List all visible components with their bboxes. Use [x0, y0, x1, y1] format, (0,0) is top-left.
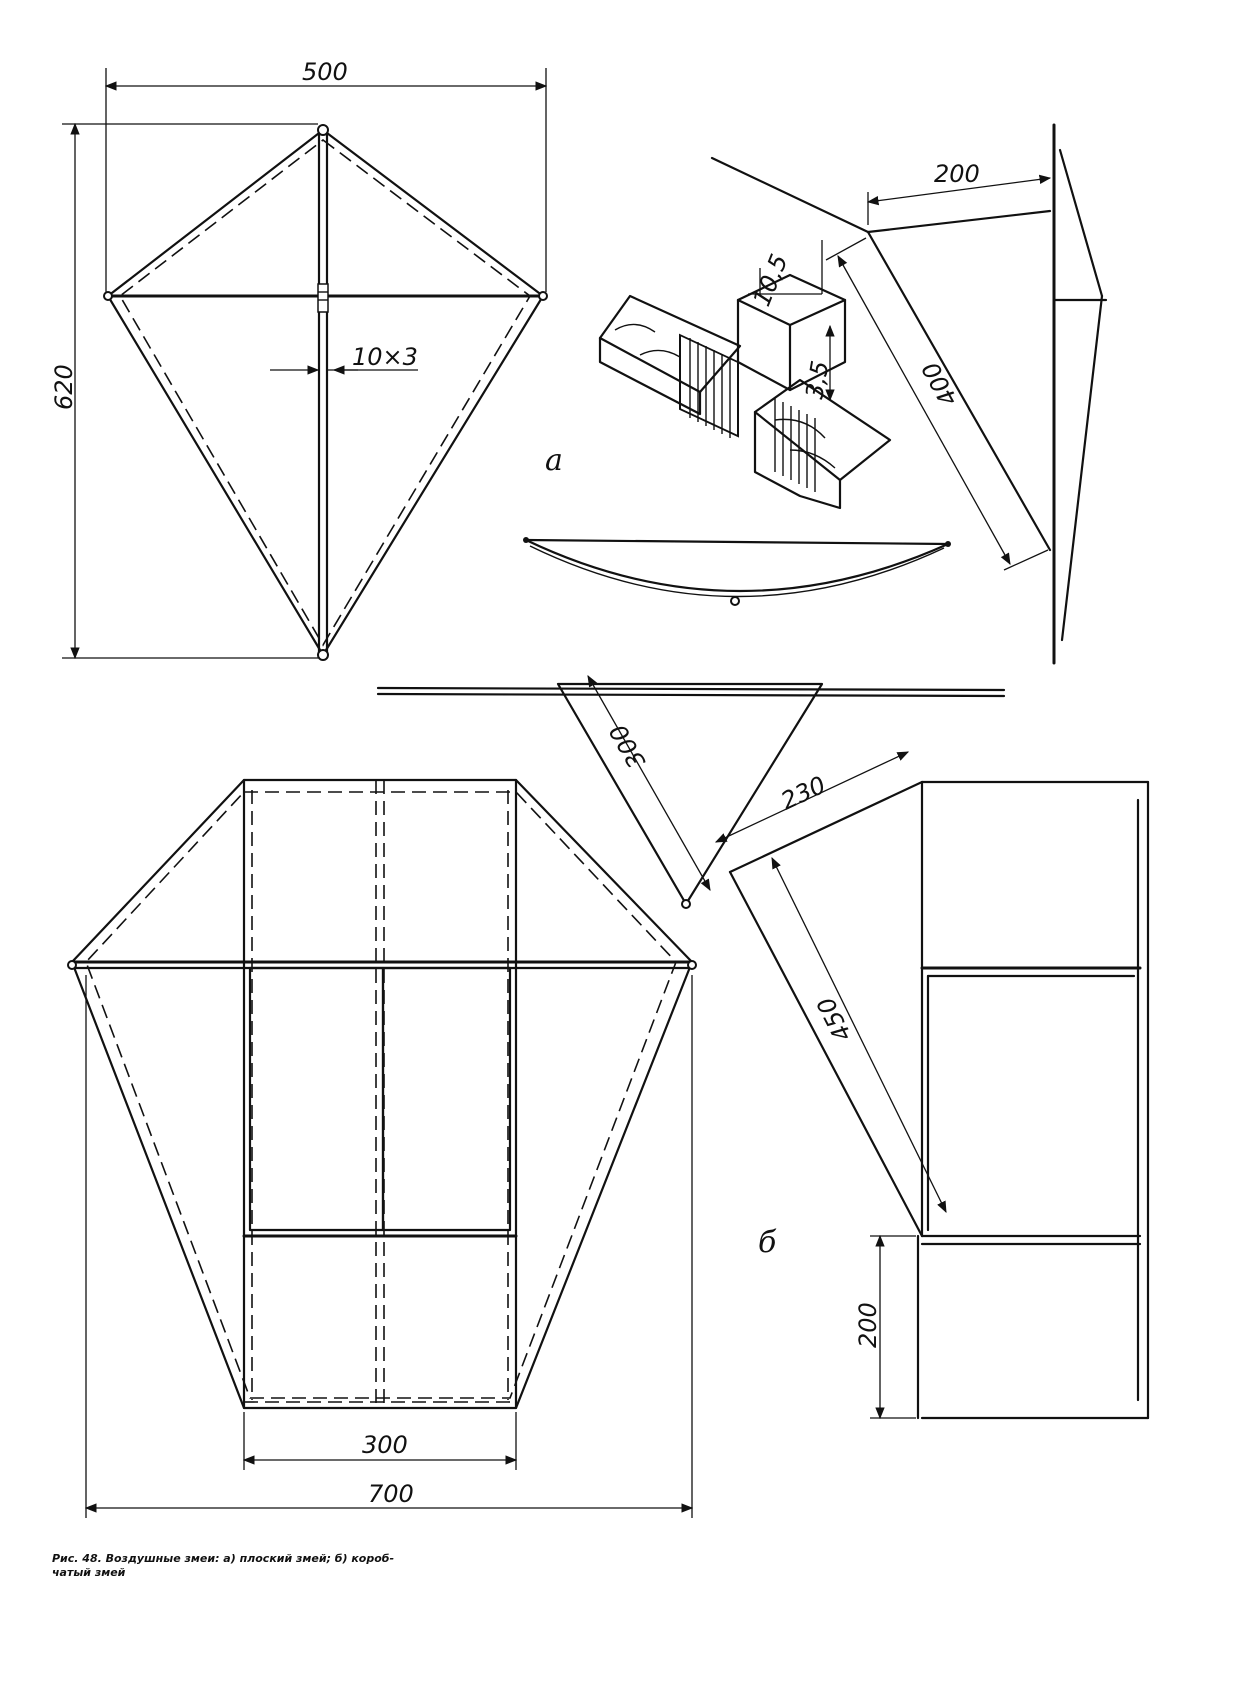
caption-line-1: Рис. 48. Воздушные змеи: а) плоский змей… [52, 1552, 395, 1565]
height-620-label: 620 [50, 364, 78, 410]
joint-width-label: 10,5 [748, 250, 794, 310]
box-kite-side-view: 300 230 450 200 б [376, 674, 1150, 1420]
spar-joint [317, 283, 329, 313]
side-300-label: 300 [604, 719, 651, 773]
side-230-label: 230 [777, 771, 830, 816]
side-width-label: 200 [934, 160, 980, 188]
side-height-label: 400 [917, 357, 964, 411]
joint-height-label: 3,5 [800, 359, 834, 401]
cell-height-label: 200 [854, 1302, 882, 1348]
spar-joint-detail: 10,5 3,5 [598, 240, 892, 510]
box-kite-letter: б [758, 1225, 777, 1260]
flat-kite-letter: а [545, 443, 563, 478]
flat-kite-outline [106, 128, 545, 657]
caption-line-2: чатый змей [52, 1566, 126, 1579]
flat-kite-front-view: 500 620 10×3 а [50, 58, 563, 661]
box-300-label: 300 [362, 1431, 408, 1459]
flat-kite-side-view: 200 400 [710, 123, 1108, 665]
figure-caption: Рис. 48. Воздушные змеи: а) плоский змей… [52, 1552, 572, 1580]
spar-section-label: 10×3 [352, 343, 418, 371]
flat-kite-bow-view [523, 537, 951, 606]
box-700-label: 700 [368, 1480, 414, 1508]
box-kite-front-view: 300 700 [67, 778, 697, 1518]
flat-kite-hem [118, 138, 532, 647]
width-500-label: 500 [302, 58, 348, 86]
